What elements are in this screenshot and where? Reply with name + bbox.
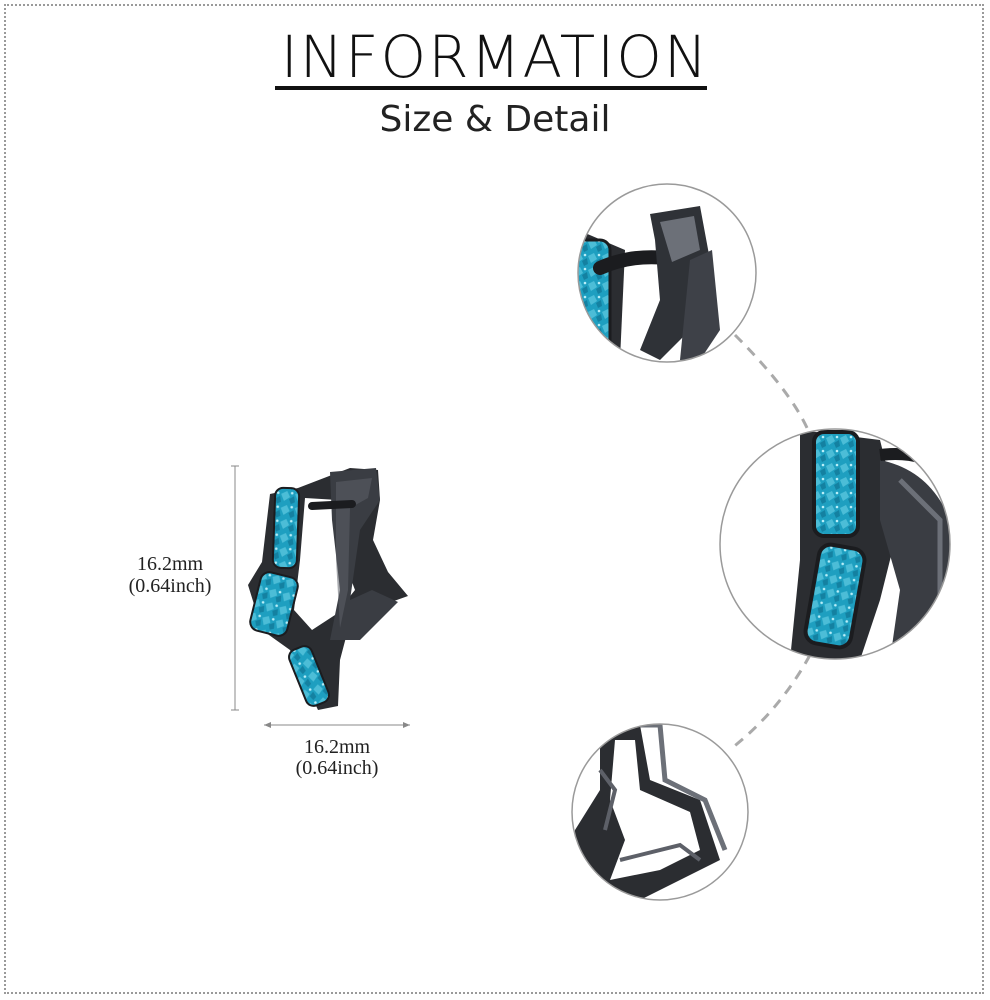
- dashed-connector-bottom: [731, 654, 812, 750]
- width-inch-label: (0.64inch): [295, 757, 379, 779]
- title-underline: [275, 86, 707, 90]
- height-inch-label: (0.64inch): [128, 575, 212, 597]
- page-subtitle: Size & Detail: [379, 99, 611, 140]
- width-dimension-line: [264, 722, 410, 728]
- height-dimension-line: [231, 465, 239, 711]
- page-title: INFORMATION: [280, 23, 710, 91]
- dotted-frame: [4, 4, 984, 994]
- star-point-detail-icon: [571, 723, 749, 901]
- dashed-connector-top: [733, 333, 810, 431]
- hinge-detail-icon: [577, 183, 757, 363]
- star-hoop-earring-icon: [248, 468, 408, 710]
- width-mm-label: 16.2mm: [303, 736, 371, 758]
- height-mm-label: 16.2mm: [136, 553, 204, 575]
- stone-inlay-detail-icon: [719, 428, 951, 660]
